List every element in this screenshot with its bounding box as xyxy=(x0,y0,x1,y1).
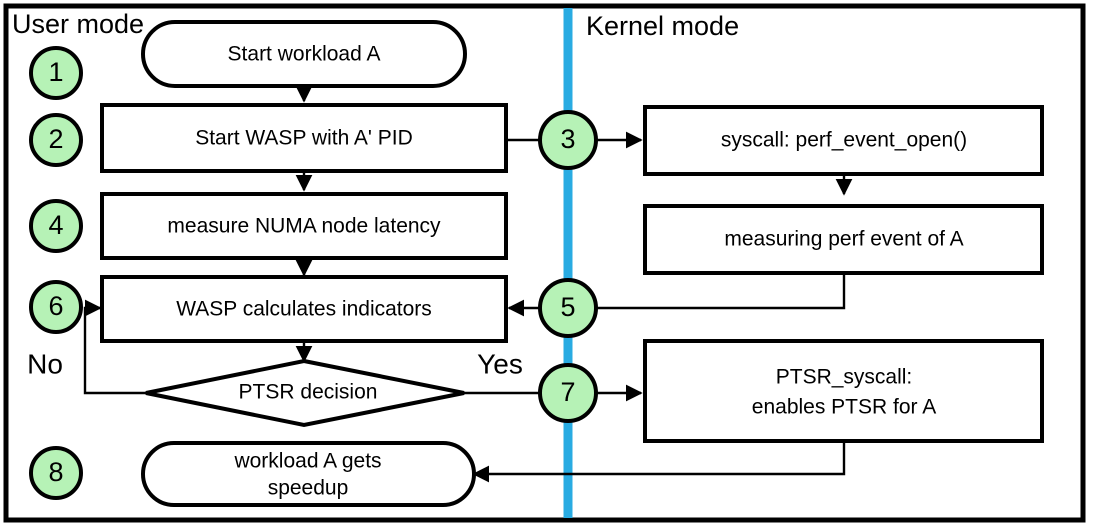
step-circle-2[interactable] xyxy=(29,113,83,167)
node-syscall-perf-event-open[interactable] xyxy=(643,105,1044,176)
step-circle-1[interactable] xyxy=(29,46,83,100)
node-wasp-calculates-label: WASP calculates indicators xyxy=(176,298,432,321)
lane-label-user-mode: User mode xyxy=(12,9,144,39)
step-circle-8-label: 8 xyxy=(48,457,63,487)
step-circle-6-label: 6 xyxy=(48,291,63,321)
step-circle-5[interactable] xyxy=(538,278,598,338)
node-measuring-perf-event[interactable] xyxy=(643,204,1044,275)
node-syscall-perf-event-open-label: syscall: perf_event_open() xyxy=(721,129,967,152)
node-measuring-perf-event-label: measuring perf event of A xyxy=(724,228,963,251)
node-ptsr-syscall-label-line2: enables PTSR for A xyxy=(752,396,936,419)
step-circle-8[interactable] xyxy=(29,446,83,500)
node-workload-speedup-label-line1: workload A gets xyxy=(233,450,381,473)
diagram-outer-frame xyxy=(3,3,1086,523)
step-circle-7-label: 7 xyxy=(560,377,575,407)
edge-label-no: No xyxy=(27,348,63,379)
step-circle-3-label: 3 xyxy=(560,124,575,154)
edge-label-yes: Yes xyxy=(477,348,523,379)
step-circle-3[interactable] xyxy=(538,110,598,170)
node-ptsr-syscall[interactable] xyxy=(643,339,1044,443)
node-start-workload-label: Start workload A xyxy=(228,43,381,66)
step-circle-7[interactable] xyxy=(538,363,598,423)
edge-ptsr-to-speedup xyxy=(472,441,846,483)
edge-measure-to-step5 xyxy=(596,273,846,310)
node-workload-speedup-label-line2: speedup xyxy=(268,477,349,500)
step-circle-4[interactable] xyxy=(29,199,83,253)
node-ptsr-syscall-label-line1: PTSR_syscall: xyxy=(776,366,913,389)
step-circle-1-label: 1 xyxy=(48,57,63,87)
node-ptsr-decision-label: PTSR decision xyxy=(239,381,378,404)
node-workload-speedup[interactable] xyxy=(141,441,476,507)
edge-decision-no-to-calc xyxy=(83,299,146,395)
step-circle-5-label: 5 xyxy=(560,292,575,322)
step-circle-2-label: 2 xyxy=(48,124,63,154)
node-measure-numa-label: measure NUMA node latency xyxy=(167,215,441,238)
node-start-wasp-label: Start WASP with A' PID xyxy=(195,127,413,150)
node-wasp-calculates[interactable] xyxy=(100,275,508,343)
lane-label-kernel-mode: Kernel mode xyxy=(586,11,739,41)
step-circle-6[interactable] xyxy=(29,280,83,334)
node-start-wasp[interactable] xyxy=(100,103,508,173)
step-circle-4-label: 4 xyxy=(48,210,63,240)
node-start-workload[interactable] xyxy=(141,20,467,88)
node-measure-numa[interactable] xyxy=(100,192,508,260)
node-ptsr-decision[interactable] xyxy=(145,358,465,428)
